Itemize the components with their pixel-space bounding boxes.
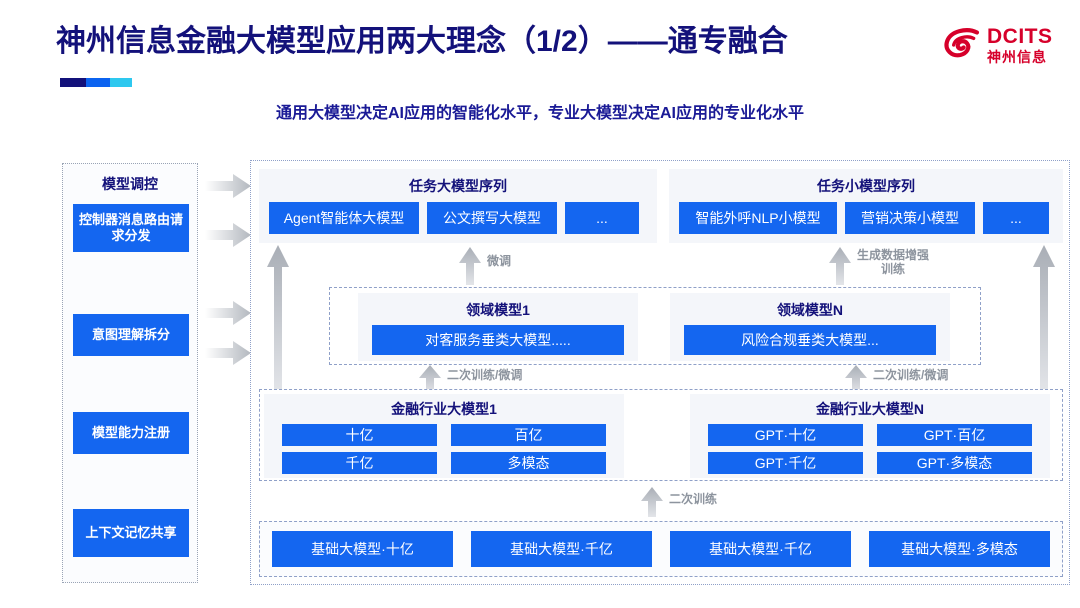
sidebar-title: 模型调控 xyxy=(102,176,158,192)
chip-risk-compliance-vertical-model[interactable]: 风险合规垂类大模型... xyxy=(684,325,936,355)
page-subtitle: 通用大模型决定AI应用的智能化水平，专业大模型决定AI应用的专业化水平 xyxy=(275,105,804,122)
group-heading: 领域模型N xyxy=(776,302,844,318)
arrow-up-icon xyxy=(267,245,289,393)
cell-grid: GPT·十亿 GPT·百亿 GPT·千亿 GPT·多模态 xyxy=(690,419,1050,474)
connector-label-line1: 生成数据增强 xyxy=(857,248,930,262)
cell-gpt-billion[interactable]: GPT·十亿 xyxy=(708,424,863,446)
chip-row: 智能外呼NLP小模型 营销决策小模型 ... xyxy=(669,196,1063,243)
cell-grid: 十亿 百亿 千亿 多模态 xyxy=(264,419,624,474)
arrow-right-icon xyxy=(205,341,251,365)
logo-cn-label: 神州信息 xyxy=(987,49,1047,65)
arrow-right-icon xyxy=(205,301,251,325)
sidebar-item-capability-registry[interactable]: 模型能力注册 xyxy=(73,412,189,454)
cell-gpt-hundred-billion[interactable]: GPT·千亿 xyxy=(708,452,863,474)
domain-model-1: 领域模型1 对客服务垂类大模型..... xyxy=(358,293,638,361)
group-heading: 金融行业大模型N xyxy=(815,401,925,417)
task-large-model-group: 任务大模型序列 Agent智能体大模型 公文撰写大模型 ... xyxy=(259,169,657,243)
chip-more-large[interactable]: ... xyxy=(565,202,639,234)
chip-customer-service-vertical-model[interactable]: 对客服务垂类大模型..... xyxy=(372,325,624,355)
logo-en-label: DCITS xyxy=(987,25,1053,48)
cell-gpt-ten-billion[interactable]: GPT·百亿 xyxy=(877,424,1032,446)
accent-segment-navy xyxy=(60,78,86,87)
arrow-right-icon xyxy=(205,223,251,247)
title-accent-bar xyxy=(60,78,132,87)
arrow-up-icon xyxy=(829,247,851,285)
chip-document-writing-model[interactable]: 公文撰写大模型 xyxy=(427,202,557,234)
cell-multimodal[interactable]: 多模态 xyxy=(451,452,606,474)
connector-label-gen-data-aug: 生成数据增强 训练 xyxy=(857,248,930,277)
cell-hundred-billion[interactable]: 千亿 xyxy=(282,452,437,474)
chip-more-small[interactable]: ... xyxy=(983,202,1049,234)
model-control-panel: 模型调控 控制器消息路由请求分发 意图理解拆分 模型能力注册 上下文记忆共享 xyxy=(62,163,198,583)
dcits-swirl-icon xyxy=(944,28,980,58)
sidebar-item-intent-parsing[interactable]: 意图理解拆分 xyxy=(73,314,189,356)
domain-model-n: 领域模型N 风险合规垂类大模型... xyxy=(670,293,950,361)
base-model-container: 基础大模型·十亿 基础大模型·千亿 基础大模型·千亿 基础大模型·多模态 xyxy=(259,521,1063,577)
group-heading: 任务大模型序列 xyxy=(409,178,507,194)
base-model-hundred-billion-1[interactable]: 基础大模型·千亿 xyxy=(471,531,652,567)
arrow-up-icon xyxy=(845,365,867,393)
industry-model-container: 金融行业大模型1 十亿 百亿 千亿 多模态 金融行业大模型N GPT·十亿 GP… xyxy=(259,389,1063,481)
cell-gpt-multimodal[interactable]: GPT·多模态 xyxy=(877,452,1032,474)
page-title: 神州信息金融大模型应用两大理念（1/2）——通专融合 xyxy=(56,25,788,58)
base-model-hundred-billion-2[interactable]: 基础大模型·千亿 xyxy=(670,531,851,567)
company-logo: DCITS 神州信息 xyxy=(942,18,1068,72)
sidebar-item-context-memory[interactable]: 上下文记忆共享 xyxy=(73,509,189,557)
chip-row: Agent智能体大模型 公文撰写大模型 ... xyxy=(259,196,657,243)
connector-label-line2: 训练 xyxy=(881,261,906,276)
connector-label-retrain-finetune-right: 二次训练/微调 xyxy=(873,368,949,382)
chip-agent-large-model[interactable]: Agent智能体大模型 xyxy=(269,202,419,234)
base-model-row: 基础大模型·十亿 基础大模型·千亿 基础大模型·千亿 基础大模型·多模态 xyxy=(260,522,1062,576)
industry-model-n: 金融行业大模型N GPT·十亿 GPT·百亿 GPT·千亿 GPT·多模态 xyxy=(690,394,1050,478)
sidebar-item-controller-routing[interactable]: 控制器消息路由请求分发 xyxy=(73,204,189,252)
base-model-billion[interactable]: 基础大模型·十亿 xyxy=(272,531,453,567)
base-model-multimodal[interactable]: 基础大模型·多模态 xyxy=(869,531,1050,567)
chip-outbound-nlp-model[interactable]: 智能外呼NLP小模型 xyxy=(679,202,837,234)
group-heading: 领域模型1 xyxy=(466,302,530,318)
accent-segment-cyan xyxy=(110,78,132,87)
connector-label-fine-tune: 微调 xyxy=(487,254,512,268)
arrow-up-icon xyxy=(419,365,441,393)
logo-text-block: DCITS 神州信息 xyxy=(987,26,1053,64)
group-heading: 任务小模型序列 xyxy=(817,178,915,194)
task-small-model-group: 任务小模型序列 智能外呼NLP小模型 营销决策小模型 ... xyxy=(669,169,1063,243)
arrow-right-icon xyxy=(205,174,251,198)
architecture-diagram: 任务大模型序列 Agent智能体大模型 公文撰写大模型 ... 任务小模型序列 … xyxy=(250,160,1070,585)
accent-segment-blue xyxy=(86,78,110,87)
connector-label-retrain: 二次训练 xyxy=(669,492,718,506)
chip-marketing-decision-model[interactable]: 营销决策小模型 xyxy=(845,202,975,234)
cell-billion[interactable]: 十亿 xyxy=(282,424,437,446)
domain-model-container: 领域模型1 对客服务垂类大模型..... 领域模型N 风险合规垂类大模型... xyxy=(329,287,981,365)
industry-model-1: 金融行业大模型1 十亿 百亿 千亿 多模态 xyxy=(264,394,624,478)
group-heading: 金融行业大模型1 xyxy=(391,401,497,417)
connector-label-retrain-finetune-left: 二次训练/微调 xyxy=(447,368,523,382)
arrow-up-icon xyxy=(459,247,481,285)
arrow-up-icon xyxy=(641,487,663,517)
arrow-up-icon xyxy=(1033,245,1055,393)
cell-ten-billion[interactable]: 百亿 xyxy=(451,424,606,446)
